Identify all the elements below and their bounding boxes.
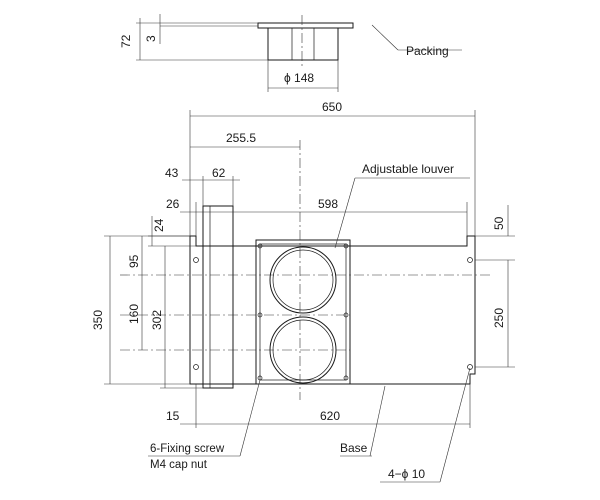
louver-panel [255, 239, 351, 385]
mount-hole-tr [467, 257, 473, 263]
mount-hole-bl [193, 364, 199, 370]
dim-620: 620 [320, 409, 340, 423]
dim-350: 350 [91, 310, 105, 330]
dim-3: 3 [144, 35, 158, 42]
dim-598: 598 [318, 197, 338, 211]
fixing-screw-label: 6-Fixing screw [150, 443, 225, 455]
dim-302: 302 [150, 310, 164, 330]
packing-label: Packing [406, 44, 449, 58]
dim-95: 95 [127, 254, 141, 268]
fixing-screw-1 [257, 243, 263, 249]
dim-160: 160 [127, 304, 141, 324]
dim-phi-148: ϕ 148 [284, 71, 314, 85]
front-dimensions: 650 255.5 43 62 26 598 24 350 95 160 [91, 100, 515, 428]
dim-50: 50 [492, 216, 506, 230]
dim-255-5: 255.5 [226, 131, 256, 145]
dim-62: 62 [212, 166, 226, 180]
top-duct-body [267, 27, 339, 61]
dim-24: 24 [152, 218, 166, 232]
top-view: Packing 72 3 ϕ 148 [119, 14, 462, 92]
fixing-screw-2 [343, 243, 349, 249]
dim-26: 26 [166, 197, 180, 211]
left-duct-strip [202, 205, 234, 389]
fixing-screw-6 [343, 375, 349, 381]
mount-hole-tl [193, 257, 199, 263]
mount-hole-br [467, 364, 473, 370]
fixing-screw-3 [257, 312, 263, 318]
holes-label: 4−ϕ 10 [388, 467, 425, 481]
top-flange-plate [257, 22, 354, 29]
dim-72: 72 [119, 34, 133, 48]
louver-fan-top [269, 246, 337, 314]
dim-650: 650 [322, 100, 342, 114]
packing-leader [371, 24, 399, 51]
adjustable-louver-label: Adjustable louver [362, 162, 454, 176]
dim-43: 43 [165, 166, 179, 180]
callouts: Adjustable louver 6-Fixing screw M4 cap … [148, 162, 471, 483]
dim-250: 250 [492, 308, 506, 328]
dim-15: 15 [166, 409, 180, 423]
base-label: Base [340, 441, 368, 455]
cap-nut-label: M4 cap nut [150, 459, 208, 471]
